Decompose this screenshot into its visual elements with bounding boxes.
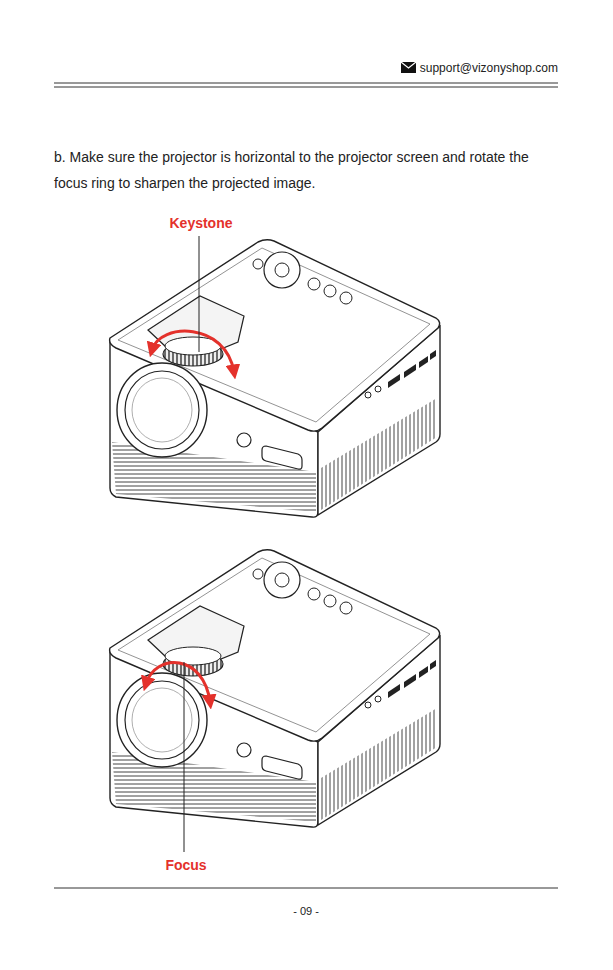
rotation-arrow: [146, 663, 210, 702]
part-label: Keystone: [167, 214, 234, 232]
header-rule: [54, 87, 558, 88]
part-label: Focus: [163, 856, 208, 874]
leader-line: [199, 236, 200, 352]
header-rule: [54, 83, 558, 84]
rotation-arrow: [152, 331, 234, 372]
page-number: - 09 -: [293, 904, 319, 918]
instruction-text: b. Make sure the projector is horizontal…: [54, 144, 566, 196]
projector-drawing: [110, 240, 440, 517]
footer-rule: [54, 888, 558, 889]
envelope-icon: [401, 62, 416, 73]
contact-email: support@vizonyshop.com: [420, 60, 558, 76]
projector-drawing: [110, 550, 440, 827]
leader-line: [184, 662, 185, 852]
